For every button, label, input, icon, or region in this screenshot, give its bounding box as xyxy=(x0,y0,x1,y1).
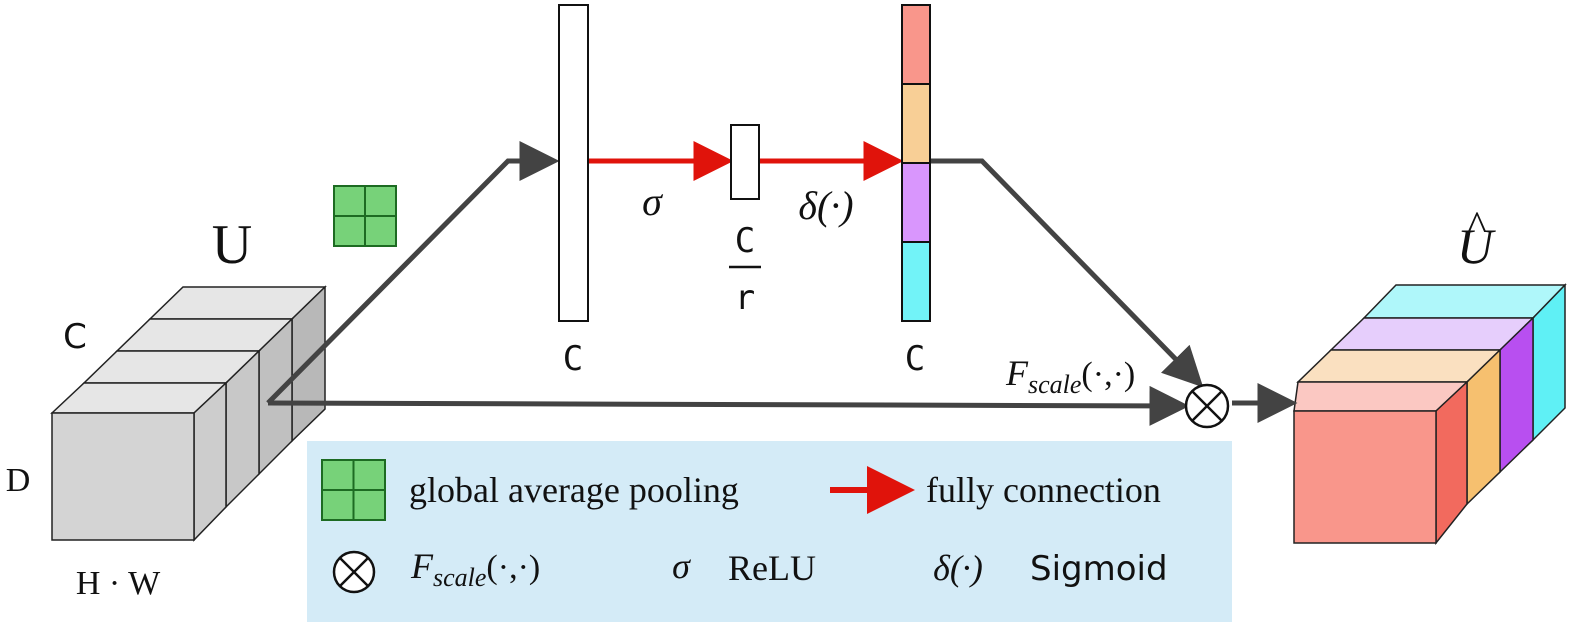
legend-gap-text: global average pooling xyxy=(409,470,739,510)
input-label: U xyxy=(212,214,252,276)
arrow-excite-to-scale xyxy=(931,158,1204,388)
squeeze-vector xyxy=(558,4,589,322)
arrow-skip-to-scale xyxy=(267,385,1190,426)
gray-arrows xyxy=(266,141,1298,426)
legend-sigmoid-text: Sigmoid xyxy=(1030,549,1168,589)
legend-sigma: σ xyxy=(672,546,691,586)
reduced-numerator: C xyxy=(735,221,755,261)
excitation-vector xyxy=(901,4,931,322)
legend-gap-icon xyxy=(321,459,386,521)
dim-spatial-label: H · W xyxy=(76,565,161,602)
dim-depth-label: D xyxy=(6,462,31,499)
squeeze-vector-label: C xyxy=(563,339,583,379)
arrow-to-squeeze xyxy=(266,141,560,405)
legend-fc-text: fully connection xyxy=(926,470,1161,510)
reduced-vector xyxy=(730,124,760,200)
dim-channel-label: C xyxy=(63,317,87,357)
legend-fscale-text: Fscale(·,·) xyxy=(410,546,540,592)
legend-delta: δ(·) xyxy=(933,548,983,588)
output-hat: ^ xyxy=(1467,204,1487,250)
input-tensor-cube xyxy=(50,285,327,542)
fscale-label: Fscale(·,·) xyxy=(1005,353,1135,399)
legend-multiply-icon xyxy=(332,550,376,594)
gap-icon xyxy=(333,185,397,247)
output-label: U xyxy=(1457,218,1496,274)
reduced-denominator: r xyxy=(735,278,755,318)
multiply-operator-icon xyxy=(1184,383,1230,429)
output-tensor-cube xyxy=(1293,283,1567,546)
excitation-vector-label: C xyxy=(905,339,925,379)
legend-box xyxy=(307,441,1232,622)
sigma-label: σ xyxy=(642,179,663,224)
delta-label: δ(·) xyxy=(798,183,853,228)
legend-relu-text: ReLU xyxy=(728,548,816,588)
